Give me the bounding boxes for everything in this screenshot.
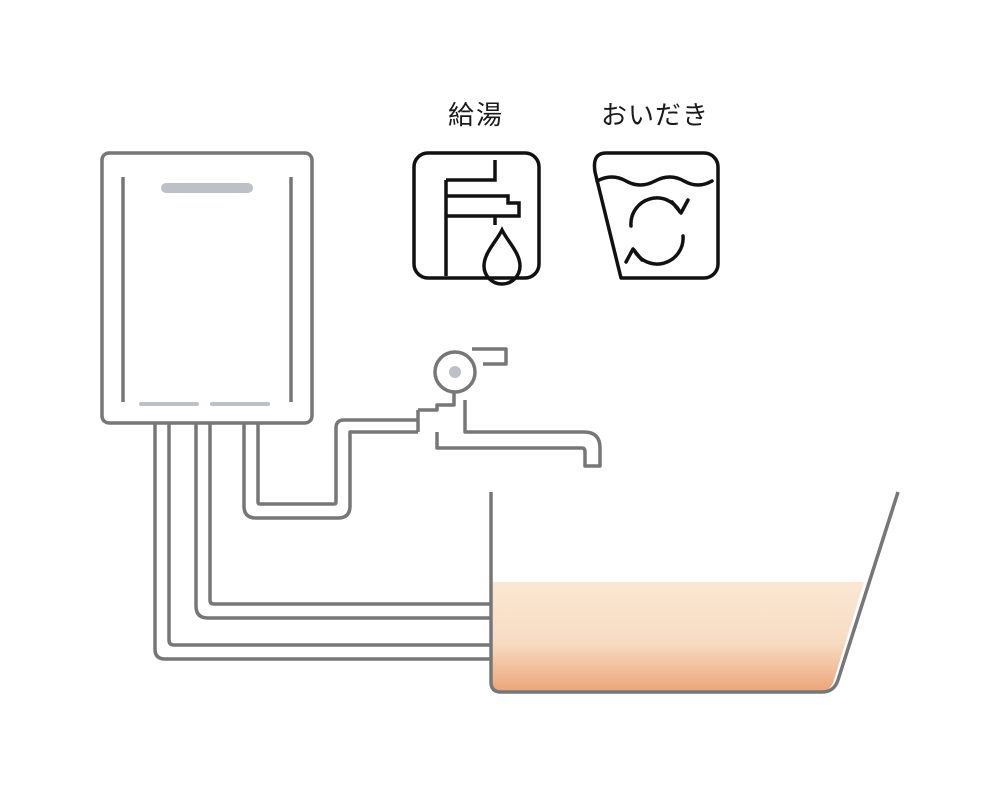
water-heater-body	[100, 151, 314, 425]
bath-recirculation-icon	[592, 151, 720, 280]
reheating-label: おいだき	[600, 101, 709, 131]
bathtub-outline	[489, 491, 900, 694]
faucet-supply-pipe-outer	[242, 424, 418, 520]
bath-water	[491, 582, 864, 692]
bath-pipe-lower-inner	[167, 424, 490, 647]
faucet-water-drop-icon	[412, 151, 541, 286]
faucet-handle-lever	[472, 347, 508, 366]
faucet	[416, 347, 602, 468]
faucet-handle-cap	[449, 366, 461, 378]
bathtub	[489, 491, 900, 694]
faucet-supply-pipe-inner	[256, 418, 418, 506]
piping	[153, 418, 490, 661]
faucet-valve-body	[418, 385, 456, 412]
bath-pipe-lower-outer	[153, 424, 490, 661]
water-heater-unit	[100, 151, 314, 425]
hot-water-supply-label: 給湯	[447, 101, 504, 131]
bath-pipe-upper-inner	[208, 424, 490, 606]
bath-pipe-upper-outer	[194, 424, 490, 620]
faucet-spout	[435, 400, 602, 468]
